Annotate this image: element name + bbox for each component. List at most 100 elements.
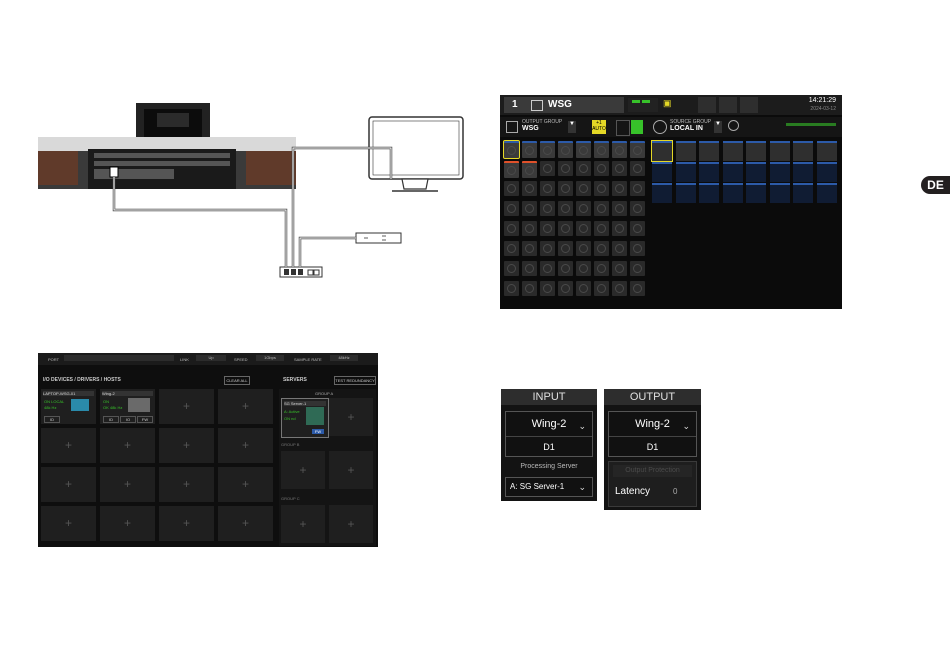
- add-device-slot[interactable]: +: [218, 428, 273, 463]
- source-cell[interactable]: [652, 183, 672, 203]
- routing-cell[interactable]: [594, 261, 609, 276]
- add-device-slot[interactable]: +: [100, 467, 155, 502]
- source-icon[interactable]: [719, 97, 737, 113]
- add-device-slot[interactable]: +: [100, 428, 155, 463]
- active-toggle[interactable]: [631, 120, 643, 134]
- device-card[interactable]: Wing-2 ON OK 48k Hz ID IO FW: [100, 389, 155, 424]
- routing-cell[interactable]: [630, 181, 645, 196]
- routing-cell[interactable]: [504, 241, 519, 256]
- source-cell[interactable]: [769, 141, 790, 161]
- routing-cell[interactable]: [504, 201, 519, 216]
- source-cell[interactable]: [746, 162, 766, 182]
- source-cell[interactable]: [746, 183, 766, 203]
- wsg-slot-title[interactable]: 1 WSG: [504, 97, 624, 113]
- output-group-dropdown-icon[interactable]: ▼: [568, 121, 576, 133]
- routing-cell[interactable]: [540, 161, 555, 176]
- source-cell[interactable]: [699, 162, 719, 182]
- routing-cell[interactable]: [594, 201, 609, 216]
- device-card[interactable]: LAPTOP-WSG-01 ON LOCAL 48k Hz ID: [41, 389, 96, 424]
- routing-cell[interactable]: [612, 201, 627, 216]
- add-server-slot[interactable]: +: [281, 451, 325, 489]
- routing-cell[interactable]: [594, 181, 609, 196]
- add-device-slot[interactable]: +: [41, 428, 96, 463]
- routing-cell[interactable]: [540, 281, 555, 296]
- routing-cell[interactable]: [630, 241, 645, 256]
- server-card[interactable]: SG Server-1 A: Active ON nd FW: [281, 398, 329, 438]
- routing-cell[interactable]: [558, 261, 573, 276]
- routing-cell[interactable]: [558, 221, 573, 236]
- source-cell[interactable]: [652, 162, 672, 182]
- routing-cell[interactable]: [594, 141, 609, 158]
- routing-cell[interactable]: [594, 221, 609, 236]
- routing-cell[interactable]: [504, 161, 519, 178]
- routing-cell[interactable]: [594, 281, 609, 296]
- processing-server-select[interactable]: A: SG Server-1 ⌄: [505, 477, 593, 497]
- routing-cell[interactable]: [558, 161, 573, 176]
- add-device-slot[interactable]: +: [159, 389, 214, 424]
- routing-cell[interactable]: [612, 261, 627, 276]
- source-cell[interactable]: [793, 141, 813, 161]
- output-channel[interactable]: D1: [609, 436, 696, 457]
- add-device-slot[interactable]: +: [218, 389, 273, 424]
- routing-cell[interactable]: [630, 161, 645, 176]
- test-redundancy-button[interactable]: TEST REDUNDANCY: [334, 376, 376, 385]
- source-cell[interactable]: [793, 162, 813, 182]
- source-cell[interactable]: [769, 162, 790, 182]
- add-device-slot[interactable]: +: [159, 467, 214, 502]
- add-device-slot[interactable]: +: [41, 467, 96, 502]
- routing-cell[interactable]: [504, 181, 519, 196]
- id-button[interactable]: ID: [103, 416, 119, 423]
- add-device-slot[interactable]: +: [100, 506, 155, 541]
- add-server-slot[interactable]: +: [329, 398, 373, 436]
- source-cell[interactable]: [722, 141, 743, 161]
- source-cell[interactable]: [769, 183, 790, 203]
- routing-cell[interactable]: [612, 241, 627, 256]
- routing-cell[interactable]: [612, 221, 627, 236]
- routing-cell[interactable]: [630, 201, 645, 216]
- io-button[interactable]: IO: [120, 416, 136, 423]
- routing-cell[interactable]: [522, 181, 537, 196]
- routing-cell[interactable]: [594, 161, 609, 176]
- lock-toggle[interactable]: [616, 120, 630, 136]
- output-group[interactable]: OUTPUT GROUP WSG: [522, 119, 562, 132]
- id-button[interactable]: ID: [44, 416, 60, 423]
- routing-cell[interactable]: [576, 241, 591, 256]
- routing-cell[interactable]: [630, 261, 645, 276]
- add-server-slot[interactable]: +: [329, 451, 373, 489]
- routing-cell[interactable]: [522, 281, 537, 296]
- add-device-slot[interactable]: +: [159, 506, 214, 541]
- routing-cell[interactable]: [612, 141, 627, 158]
- output-device-select[interactable]: Wing-2 ⌄: [609, 412, 696, 436]
- server-fw-button[interactable]: FW: [312, 429, 324, 434]
- routing-cell[interactable]: [558, 241, 573, 256]
- routing-cell[interactable]: [522, 161, 537, 178]
- source-cell[interactable]: [699, 183, 719, 203]
- source-cell[interactable]: [746, 141, 766, 161]
- routing-cell[interactable]: [576, 201, 591, 216]
- routing-cell[interactable]: [612, 161, 627, 176]
- source-cell[interactable]: [816, 141, 837, 161]
- routing-cell[interactable]: [522, 261, 537, 276]
- routing-cell[interactable]: [522, 201, 537, 216]
- routing-cell[interactable]: [612, 181, 627, 196]
- routing-cell[interactable]: [630, 141, 645, 158]
- routing-cell[interactable]: [504, 281, 519, 296]
- add-device-slot[interactable]: +: [218, 467, 273, 502]
- routing-cell[interactable]: [558, 181, 573, 196]
- source-group-dropdown-icon[interactable]: ▼: [714, 121, 722, 133]
- routing-cell[interactable]: [594, 241, 609, 256]
- add-server-slot[interactable]: +: [329, 505, 373, 543]
- add-device-slot[interactable]: +: [159, 428, 214, 463]
- add-device-slot[interactable]: +: [41, 506, 96, 541]
- routing-cell[interactable]: [540, 141, 555, 158]
- input-channel[interactable]: D1: [506, 436, 592, 457]
- source-cell[interactable]: [675, 141, 696, 161]
- routing-cell[interactable]: [630, 221, 645, 236]
- source-cell[interactable]: [722, 183, 743, 203]
- routing-cell[interactable]: [558, 281, 573, 296]
- source-cell[interactable]: [816, 162, 837, 182]
- routing-cell[interactable]: [540, 221, 555, 236]
- source-group[interactable]: SOURCE GROUP LOCAL IN: [670, 119, 711, 132]
- routing-cell[interactable]: [576, 221, 591, 236]
- routing-cell[interactable]: [540, 201, 555, 216]
